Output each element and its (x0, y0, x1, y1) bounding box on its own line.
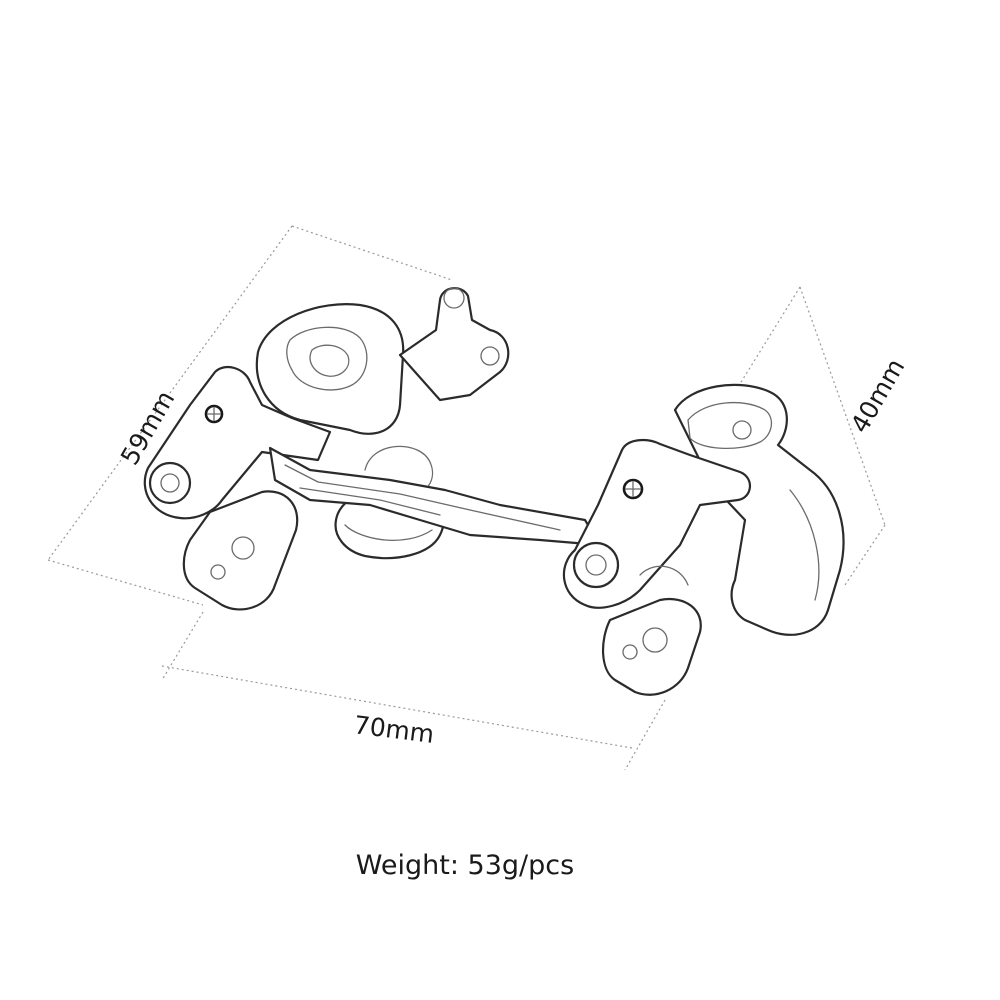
connecting-link (268, 446, 602, 547)
left-steering-arm (143, 365, 332, 611)
dimension-label-height: 40mm (845, 354, 910, 438)
dimension-line-depth-bottom (47, 559, 204, 606)
dimension-line-depth (47, 225, 293, 561)
dimension-line-height-bottom (844, 524, 886, 586)
dimension-line-height (799, 286, 886, 526)
dimension-lines (47, 225, 886, 771)
dimension-line-width-right (624, 699, 666, 771)
right-steering-arm (562, 438, 751, 696)
dimension-line-height-top (729, 286, 801, 401)
dimension-label-width: 70mm (352, 710, 435, 749)
dimension-line-width-left (161, 611, 204, 681)
dimension-line-depth-top (291, 225, 453, 281)
right-post-assembly (673, 383, 845, 636)
weight-label: Weight: 53g/pcs (355, 850, 575, 881)
